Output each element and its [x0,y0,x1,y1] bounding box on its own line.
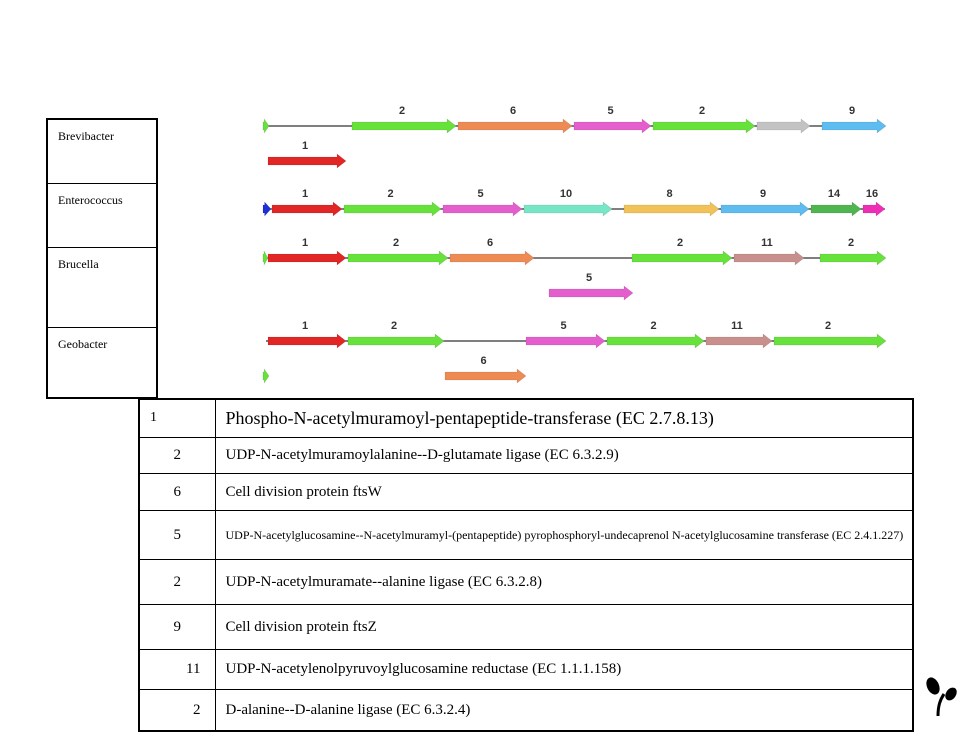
gene-legend-table: 1 Phospho-N-acetylmuramoyl-pentapeptide-… [138,398,914,732]
legend-gene-number: 2 [138,558,216,605]
legend-gene-description: Cell division protein ftsZ [214,603,914,650]
gene-arrow [449,250,535,266]
gene-arrow [525,333,606,349]
legend-gene-number: 5 [138,509,216,560]
legend-row: 6 Cell division protein ftsW [138,472,914,511]
gene-number-label: 2 [393,237,399,249]
gene-arrow [262,201,272,217]
gene-number-label: 2 [825,320,831,332]
gene-arrow [351,118,457,134]
gene-number-label: 2 [848,237,854,249]
legend-row: 5 UDP-N-acetylglucosamine--N-acetylmuram… [138,509,914,560]
gene-number-label: 2 [699,105,705,117]
gene-arrow [444,368,527,384]
gene-arrow [720,201,810,217]
gene-number-label: 5 [586,272,592,284]
gene-number-label: 14 [828,188,841,200]
gene-arrow [262,368,270,384]
legend-gene-description: UDP-N-acetylmuramate--alanine ligase (EC… [214,558,914,605]
organism-name: Geobacter [46,326,158,399]
legend-gene-description: D-alanine--D-alanine ligase (EC 6.3.2.4) [214,688,914,732]
legend-row: 2 D-alanine--D-alanine ligase (EC 6.3.2.… [138,688,914,732]
legend-gene-number: 2 [138,688,216,732]
legend-row: 11 UDP-N-acetylenolpyruvoylglucosamine r… [138,648,914,690]
organism-row: Geobacter [46,326,158,399]
legend-row: 2 UDP-N-acetylmuramoylalanine--D-glutama… [138,436,914,474]
gene-arrow [267,250,347,266]
gene-arrow [262,118,270,134]
gene-arrow [652,118,756,134]
gene-arrow [756,118,811,134]
gene-arrow [810,201,862,217]
gene-arrow [705,333,773,349]
gene-number-label: 9 [760,188,766,200]
gene-number-label: 9 [849,105,855,117]
gene-arrow [631,250,733,266]
gene-arrow [271,201,343,217]
gene-number-label: 1 [302,140,308,152]
gene-arrow [821,118,887,134]
gene-number-label: 5 [607,105,613,117]
gene-number-label: 5 [477,188,483,200]
organism-name: Brucella [46,246,158,328]
gene-number-label: 2 [391,320,397,332]
gene-number-label: 2 [399,105,405,117]
legend-gene-description: UDP-N-acetylmuramoylalanine--D-glutamate… [214,436,914,474]
gene-arrow [733,250,805,266]
gene-number-label: 6 [487,237,493,249]
gene-number-label: 11 [761,237,773,249]
gene-arrow [347,333,445,349]
gene-number-label: 8 [666,188,672,200]
gene-number-label: 2 [650,320,656,332]
gene-number-label: 1 [302,237,308,249]
gene-number-label: 5 [560,320,566,332]
organism-name: Enterococcus [46,182,158,248]
legend-gene-number: 6 [138,472,216,511]
organism-row: Enterococcus [46,182,158,248]
gene-arrow [523,201,613,217]
gene-number-label: 6 [510,105,516,117]
gene-arrow [457,118,573,134]
legend-gene-number: 1 [138,398,216,438]
gene-arrow [819,250,887,266]
legend-gene-description: Phospho-N-acetylmuramoyl-pentapeptide-tr… [214,398,914,438]
gene-arrow [862,201,886,217]
gene-number-label: 1 [302,188,308,200]
gene-number-label: 10 [560,188,572,200]
organism-row: Brucella [46,246,158,328]
gene-arrow [262,249,269,267]
gene-number-label: 2 [677,237,683,249]
legend-gene-number: 2 [138,436,216,474]
gene-arrow [347,250,449,266]
gene-number-label: 11 [731,320,743,332]
gene-arrow [623,201,720,217]
gene-arrow [773,333,887,349]
gene-number-label: 2 [387,188,393,200]
gene-arrow [606,333,705,349]
gene-arrow [573,118,652,134]
gene-arrow [548,285,634,301]
sprout-logo-icon [926,677,957,717]
legend-row: 1 Phospho-N-acetylmuramoyl-pentapeptide-… [138,398,914,438]
gene-arrow [267,153,347,169]
organism-table: Brevibacter Enterococcus Brucella Geobac… [46,118,158,399]
gene-number-label: 6 [480,355,486,367]
legend-row: 2 UDP-N-acetylmuramate--alanine ligase (… [138,558,914,605]
legend-gene-description: UDP-N-acetylglucosamine--N-acetylmuramyl… [214,509,914,560]
gene-arrow [343,201,442,217]
legend-gene-description: UDP-N-acetylenolpyruvoylglucosamine redu… [214,648,914,690]
legend-gene-number: 11 [138,648,216,690]
legend-row: 9 Cell division protein ftsZ [138,603,914,650]
gene-number-label: 1 [302,320,308,332]
gene-number-label: 16 [866,188,878,200]
legend-gene-description: Cell division protein ftsW [214,472,914,511]
legend-gene-number: 9 [138,603,216,650]
gene-arrow [442,201,523,217]
gene-arrow [267,333,347,349]
